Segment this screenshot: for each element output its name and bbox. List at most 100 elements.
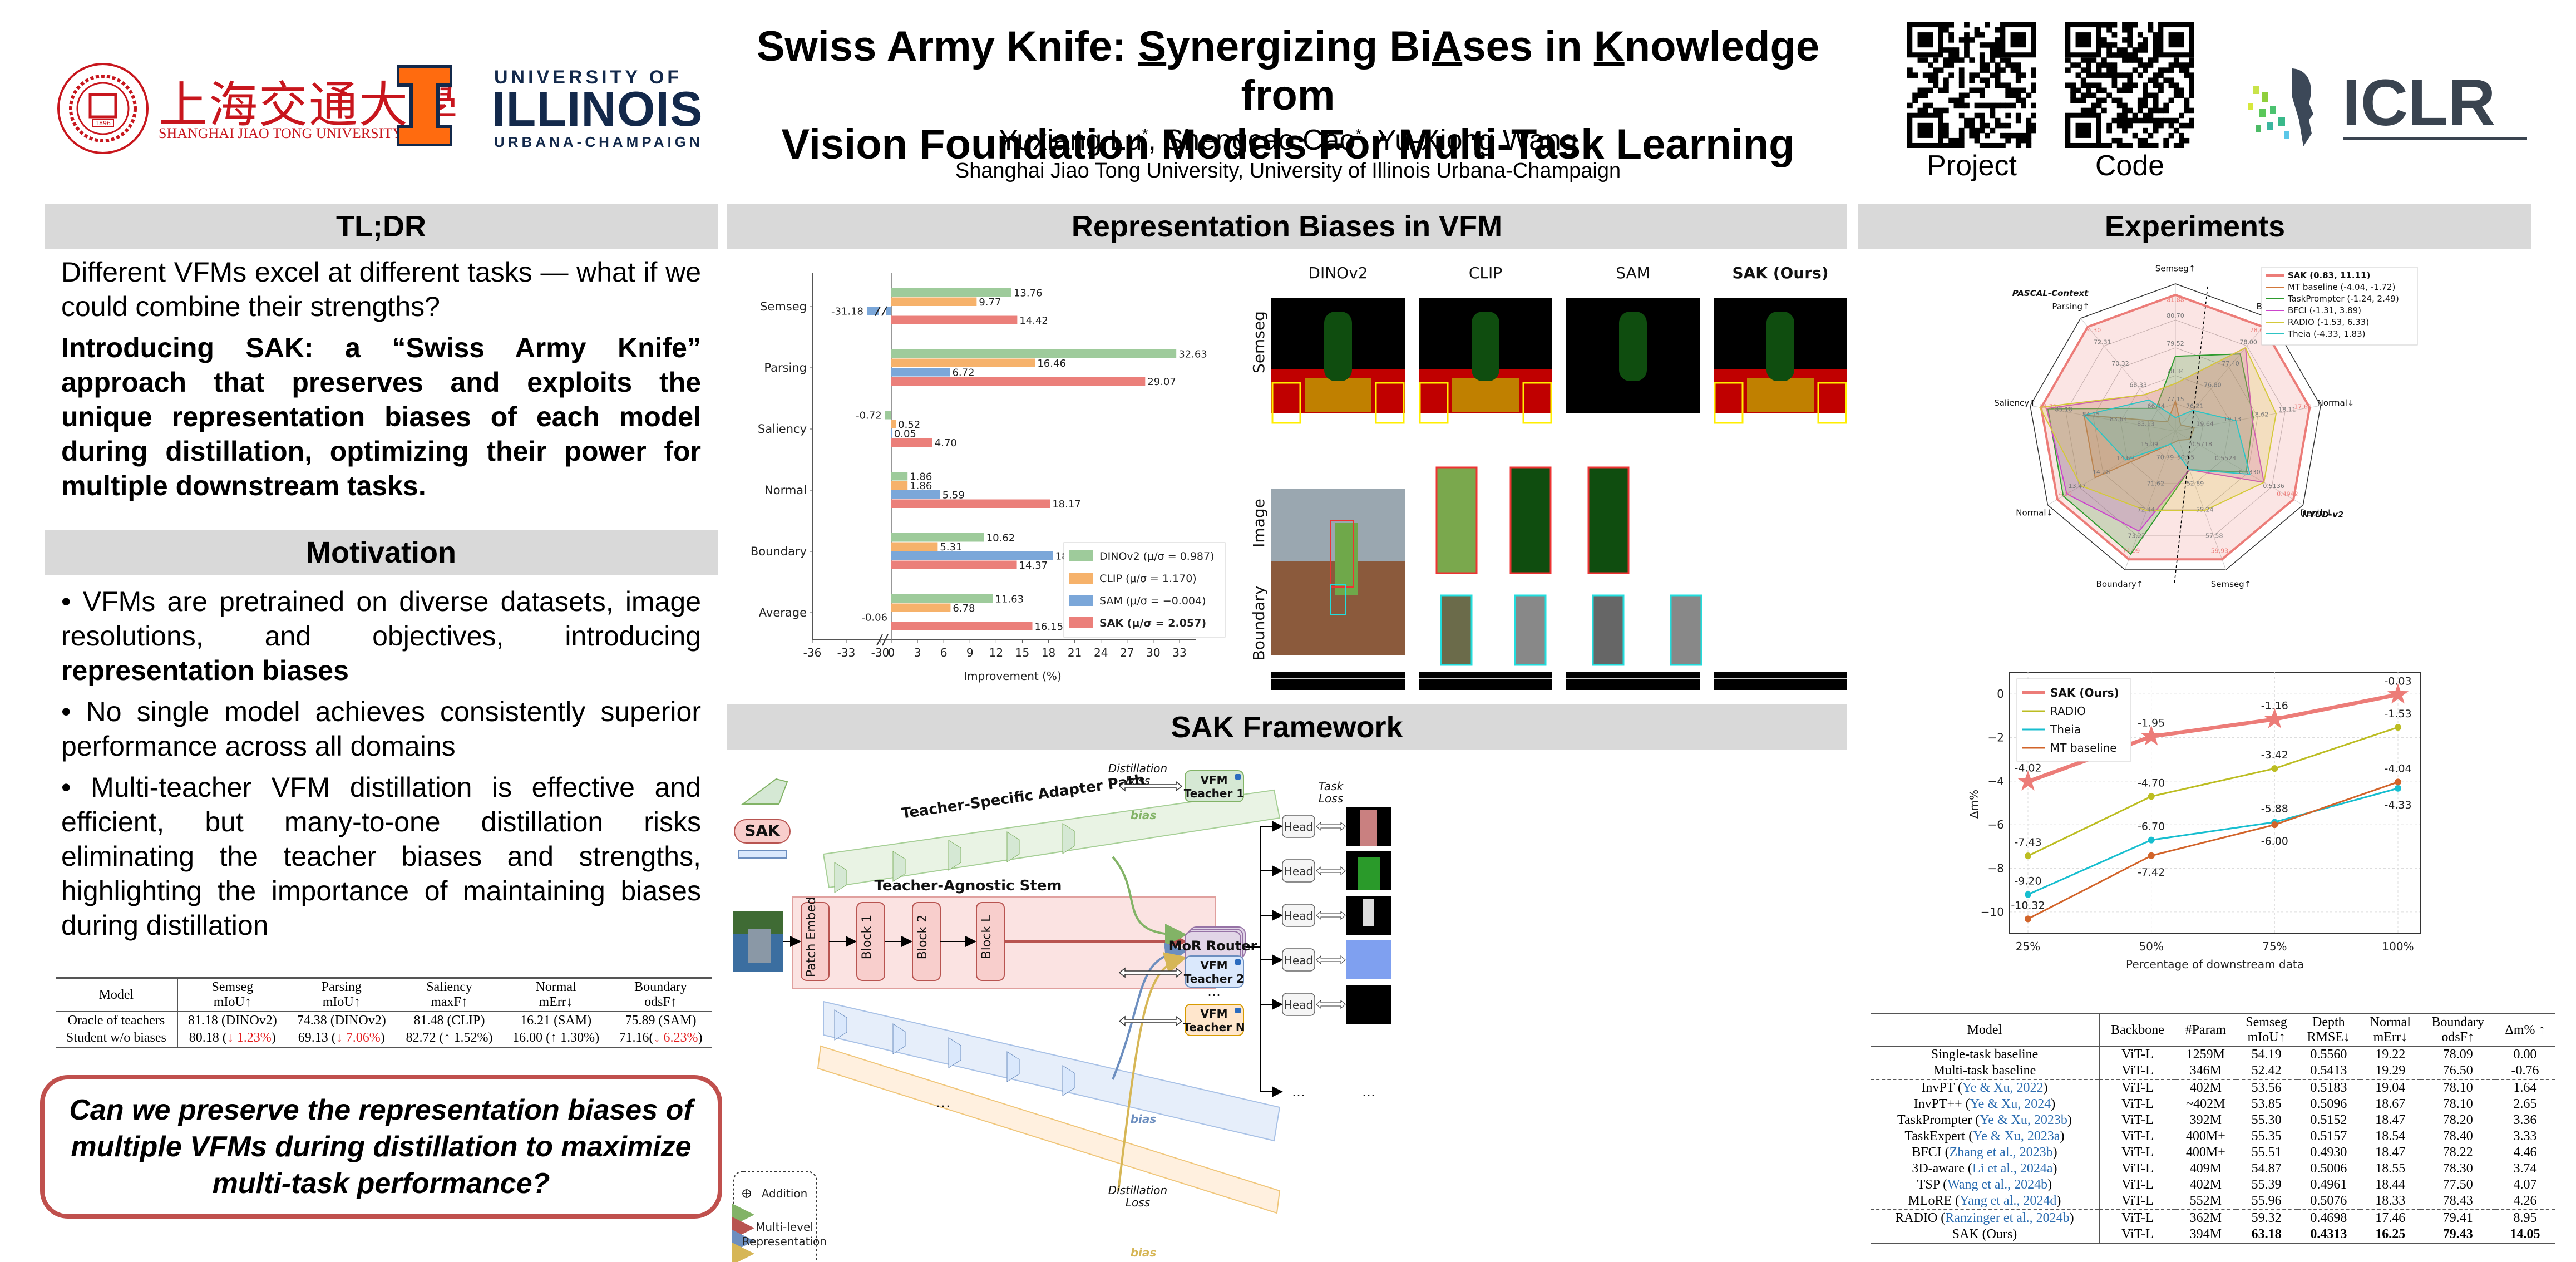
radar-ring-label: 84.15 <box>2082 411 2100 418</box>
bar-value-label: -0.06 <box>861 612 887 624</box>
metric-cell: 78.30 <box>2442 1161 2473 1176</box>
task-loss-double-arrow <box>1316 955 1346 965</box>
bar-value-label: -31.18 <box>831 306 863 318</box>
qr-module <box>2106 47 2113 53</box>
qr-project[interactable] <box>1907 22 2037 149</box>
qr-code-icon <box>2065 22 2195 149</box>
metric-cell: 18.47 <box>2375 1113 2406 1127</box>
qr-module <box>2086 72 2091 78</box>
qr-module <box>2137 32 2143 38</box>
line-series-mt-baseline <box>2027 781 2399 920</box>
y-tick-label: −4 <box>1988 775 2004 788</box>
qr-module <box>2143 112 2148 119</box>
x-axis-label: Improvement (%) <box>964 669 1062 683</box>
qr-module <box>1922 72 1928 78</box>
bar-value-label: 6.78 <box>953 603 975 614</box>
qr-module <box>1953 57 1960 63</box>
qr-module <box>1995 122 2001 129</box>
zoom-box-cyan <box>1330 584 1346 615</box>
bar-value-label: 5.59 <box>942 490 965 501</box>
qr-module <box>1907 102 1913 109</box>
model-name-cell: InvPT++ (Ye & Xu, 2024) <box>1871 1096 2100 1112</box>
x-tick-label: 24 <box>1094 646 1108 659</box>
qr-module <box>1912 97 1918 103</box>
radar-ring-label: 80.70 <box>2167 312 2184 319</box>
qr-module <box>2179 67 2184 73</box>
category-label: Semseg <box>760 300 807 313</box>
adapter-icon <box>948 1037 961 1068</box>
framework-heading: SAK Framework <box>727 704 1847 750</box>
vfm-teacher-box <box>1185 955 1244 988</box>
qr-module <box>2163 107 2169 114</box>
stem-block-label: Patch Embed <box>805 897 818 977</box>
qr-finder-inner <box>2010 32 2026 48</box>
x-tick-label: 9 <box>966 646 974 659</box>
citation-link[interactable]: Yang et al., 2024d <box>1960 1194 2057 1208</box>
citation-link[interactable]: Zhang et al., 2023b <box>1949 1145 2053 1160</box>
qr-module <box>2179 122 2184 129</box>
qr-module <box>2026 142 2032 149</box>
qr-module <box>2070 62 2076 68</box>
citation-link[interactable]: Ye & Xu, 2024 <box>1970 1097 2051 1111</box>
bullet-emphasis: representation biases <box>61 655 349 686</box>
qr-module <box>2005 82 2011 88</box>
metric-cell: 0.5152 <box>2310 1113 2347 1127</box>
citation-link[interactable]: Ye & Xu, 2022 <box>1962 1081 2044 1095</box>
qr-module <box>2111 77 2118 83</box>
qr-module <box>1964 102 1970 109</box>
qr-module <box>2000 82 2006 88</box>
qr-module <box>1979 102 1985 109</box>
sjtu-logo: 1896 <box>56 61 150 156</box>
qr-module <box>2153 122 2159 129</box>
bar-value-label: -0.72 <box>856 410 882 422</box>
legend-addition-label: Addition <box>762 1187 808 1200</box>
citation-link[interactable]: Ye & Xu, 2023a <box>1973 1129 2060 1143</box>
qr-code[interactable] <box>2065 22 2195 149</box>
model-name-cell: TSP (Wang et al., 2024b) <box>1871 1177 2100 1193</box>
qr-module <box>2026 122 2032 129</box>
model-name-cell: MLoRE (Yang et al., 2024d) <box>1871 1193 2100 1210</box>
qr-module <box>2080 82 2086 88</box>
citation-link[interactable]: Ranzinger et al., 2024b <box>1945 1211 2070 1225</box>
bar-clip <box>891 603 951 612</box>
highlight-box <box>1522 382 1552 424</box>
qr-module <box>2021 132 2026 139</box>
affiliations: Shanghai Jiao Tong University, Universit… <box>955 159 1621 183</box>
teacher-specific-adapter-path-2 <box>823 1000 1281 1142</box>
table-header-cell: Backbone <box>2099 1013 2176 1047</box>
qr-module <box>2106 142 2113 149</box>
metric-cell: 19.04 <box>2375 1081 2406 1095</box>
qr-module <box>2116 47 2123 53</box>
citation-link[interactable]: Wang et al., 2024b <box>1947 1177 2048 1192</box>
qr-module <box>1995 102 2001 109</box>
qr-module <box>1953 102 1960 109</box>
table-cell: 74.38 (DINOv2) <box>287 1012 396 1029</box>
radar-outer-value: 59.93 <box>2211 547 2229 554</box>
legend-swatch <box>1069 595 1093 606</box>
radar-ring-label: 19.13 <box>2224 416 2242 423</box>
y-tick-label: −2 <box>1988 731 2004 745</box>
citation-link[interactable]: Li et al., 2024a <box>1972 1161 2053 1176</box>
qr-module <box>1943 127 1949 134</box>
qr-finder-inner <box>1917 122 1933 138</box>
qr-module <box>1953 97 1960 103</box>
column-header: SAM <box>1616 264 1650 282</box>
qr-module <box>2015 142 2021 149</box>
bar-value-label: 16.46 <box>1037 358 1066 369</box>
cite-open: ( <box>1972 1113 1980 1127</box>
qr-module <box>1974 132 1980 139</box>
qr-module <box>2101 22 2107 28</box>
data-value-label: -6.00 <box>2261 835 2288 847</box>
task-prediction-image <box>1346 940 1391 979</box>
semseg-region-plant <box>1472 312 1499 381</box>
cell-value: 74.38 (DINOv2) <box>297 1013 386 1028</box>
qr-module <box>2189 77 2195 83</box>
citation-link[interactable]: Ye & Xu, 2023b <box>1980 1113 2067 1127</box>
model-name-cell: SAK (Ours) <box>1871 1226 2100 1244</box>
qr-module <box>2080 57 2086 63</box>
axis-break-mark <box>876 634 889 646</box>
header-line-1: Backbone <box>2110 1022 2164 1037</box>
qr-module <box>2122 87 2128 93</box>
